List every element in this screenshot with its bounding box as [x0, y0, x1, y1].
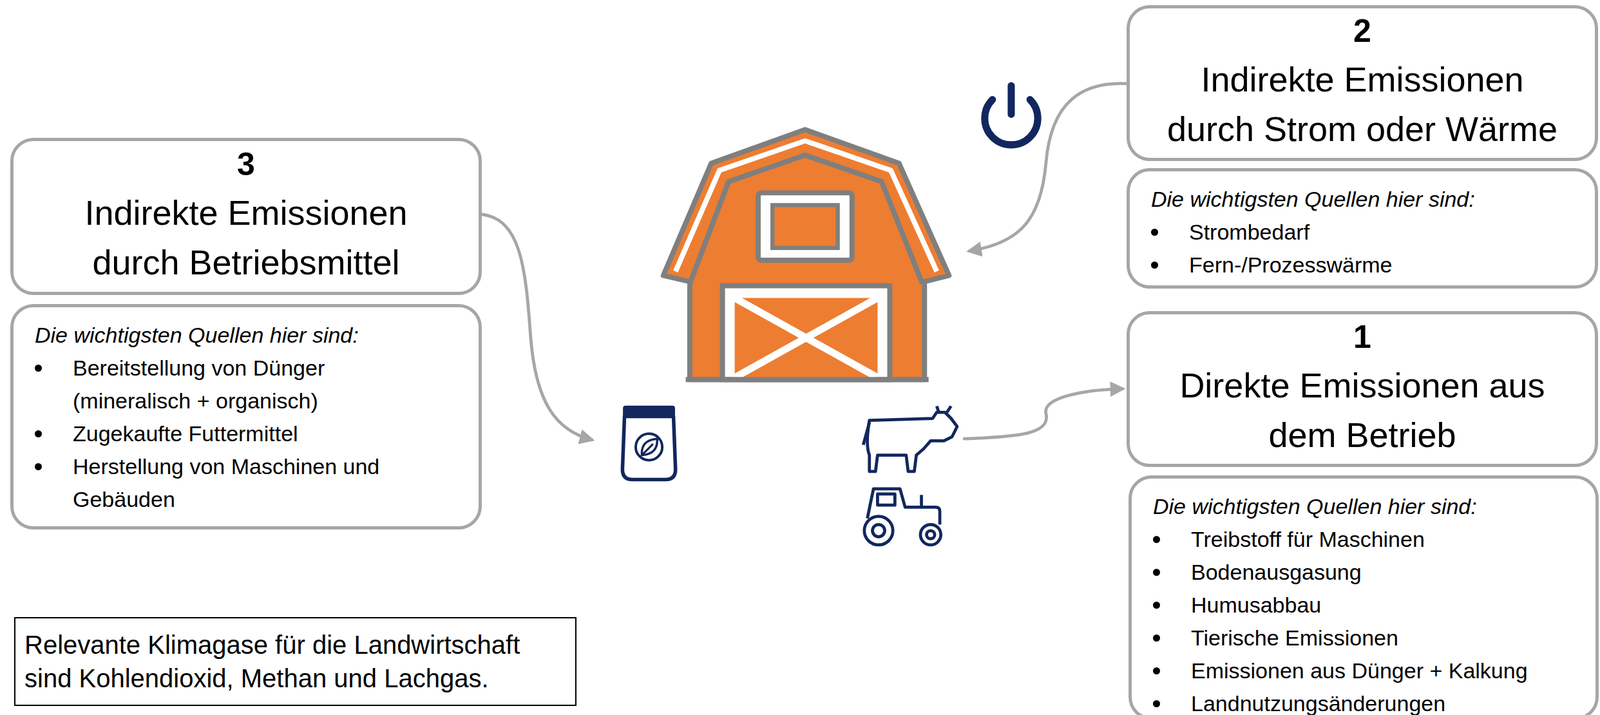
- category-box: 3Indirekte Emissionen durch Betriebsmitt…: [10, 137, 482, 296]
- tractor-icon: [864, 516, 893, 545]
- barn-illustration: [685, 376, 929, 382]
- category-box: 2Indirekte Emissionen durch Strom oder W…: [1126, 5, 1599, 162]
- cow-icon: [863, 422, 870, 446]
- category-title: Indirekte Emissionen durch Betriebsmitte…: [45, 188, 447, 288]
- list-item: Treibstoff für Maschinen: [1152, 523, 1557, 556]
- list-intro: Die wichtigsten Quellen hier sind:: [1152, 490, 1557, 524]
- connector-arrow: [964, 389, 1123, 440]
- illustration-layer: [481, 83, 1127, 545]
- list-item: Bereitstellung von Dünger (mineralisch +…: [34, 351, 440, 418]
- tractor-icon: [877, 494, 895, 505]
- note-text: Relevante Klimagase für die Landwirtscha…: [24, 628, 567, 696]
- list-item: Bodenausgasung: [1152, 555, 1557, 589]
- source-list-box: Die wichtigsten Quellen hier sind:Bereit…: [10, 304, 482, 530]
- barn-illustration: [722, 285, 891, 381]
- tractor-icon: [926, 530, 935, 540]
- tractor-icon: [920, 524, 942, 545]
- list-intro: Die wichtigsten Quellen hier sind:: [1151, 182, 1557, 216]
- list-item: Strombedarf: [1151, 215, 1557, 249]
- barn-illustration: [734, 298, 878, 379]
- cow-icon: [863, 406, 958, 472]
- list-item: Tierische Emissionen: [1152, 621, 1557, 655]
- list-item: Emissionen aus Dünger + Kalkung: [1152, 654, 1557, 688]
- category-title: Indirekte Emissionen durch Strom oder Wä…: [1161, 54, 1563, 154]
- list-intro: Die wichtigsten Quellen hier sind:: [34, 318, 440, 352]
- barn-illustration: [663, 129, 950, 380]
- category-box: 1Direkte Emissionen aus dem Betrieb: [1126, 311, 1599, 467]
- power-icon: [1007, 85, 1015, 115]
- callout-number: 2: [1353, 12, 1372, 50]
- callout-number: 1: [1353, 318, 1372, 356]
- tractor-icon: [919, 494, 924, 507]
- source-list-box: Die wichtigsten Quellen hier sind:Treibs…: [1128, 475, 1599, 715]
- list-item: Herstellung von Maschinen und Gebäuden: [34, 450, 440, 516]
- connector-arrow: [481, 214, 592, 440]
- fertilizer-bag-icon: [622, 416, 676, 480]
- list-item: Landnutzungsänderungen: [1152, 687, 1557, 715]
- cow-icon: [867, 412, 958, 472]
- barn-illustration: [772, 204, 838, 248]
- list-item: Zugekaufte Futtermittel: [34, 417, 440, 451]
- note-box: Relevante Klimagase für die Landwirtscha…: [14, 617, 577, 706]
- tractor-icon: [864, 488, 942, 545]
- fertilizer-bag-icon: [623, 406, 675, 418]
- connector-arrow: [969, 83, 1127, 252]
- cow-icon: [936, 406, 951, 413]
- barn-illustration: [734, 298, 878, 379]
- fertilizer-bag-icon: [641, 443, 653, 455]
- barn-illustration: [758, 192, 853, 261]
- tractor-icon: [872, 524, 885, 537]
- fertilizer-bag-icon: [641, 438, 658, 455]
- category-title: Direkte Emissionen aus dem Betrieb: [1161, 360, 1563, 460]
- power-icon: [984, 85, 1038, 145]
- fertilizer-bag-icon: [635, 433, 663, 460]
- barn-illustration: [689, 155, 923, 285]
- fertilizer-bag-icon: [622, 406, 676, 480]
- connector-arrow: [481, 83, 1127, 440]
- list-item: Fern-/Prozesswärme: [1151, 248, 1557, 282]
- barn-illustration: [675, 141, 938, 272]
- barn-illustration: [663, 129, 950, 380]
- callout-number: 3: [237, 145, 256, 183]
- source-list-box: Die wichtigsten Quellen hier sind:Stromb…: [1126, 168, 1599, 289]
- list-item: Humusabbau: [1152, 588, 1557, 622]
